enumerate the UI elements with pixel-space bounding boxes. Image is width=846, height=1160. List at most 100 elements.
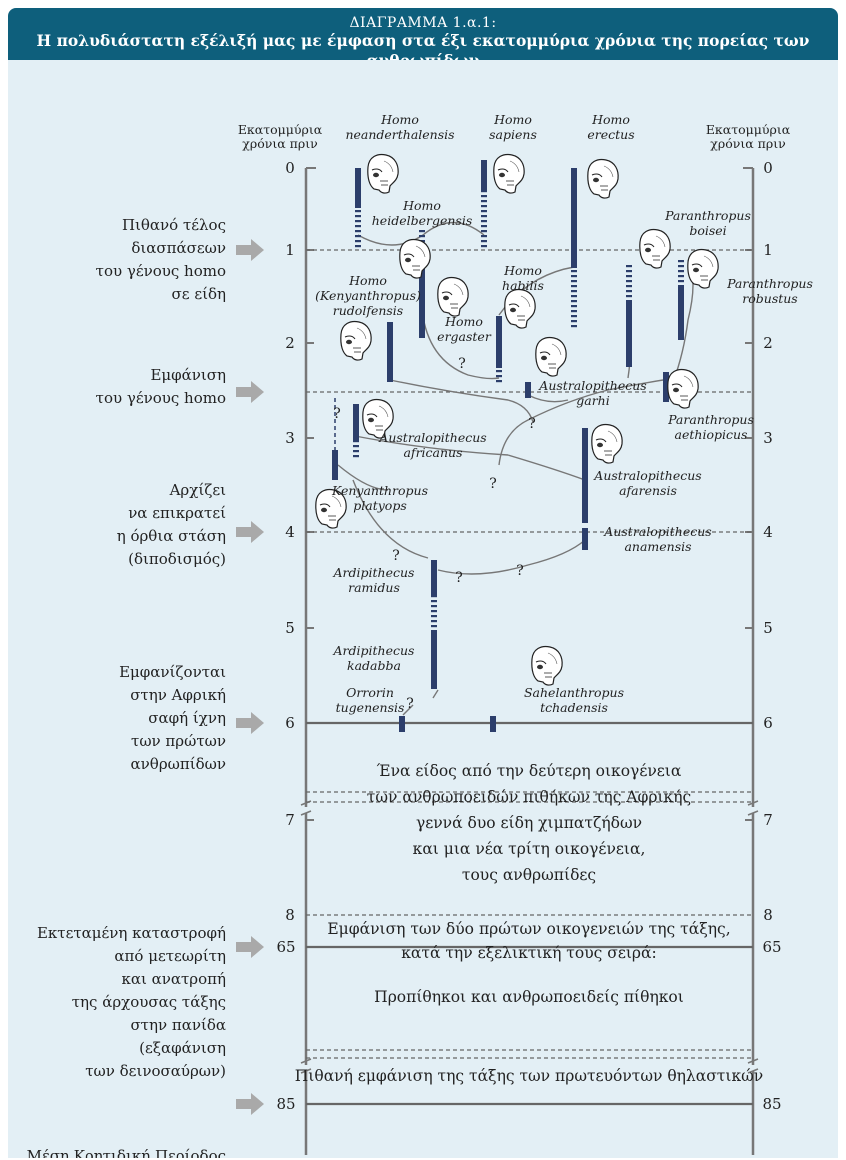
event-1-line3: του γένους homo xyxy=(96,262,226,280)
unknown-mark: ? xyxy=(489,476,497,492)
label-platyops-2: platyops xyxy=(353,498,406,513)
bar-africanus-dashed xyxy=(353,440,359,460)
tick-left-1: 1 xyxy=(285,241,295,259)
tick-right-2: 2 xyxy=(763,334,773,352)
tick-right-7: 7 xyxy=(763,811,773,829)
event-5-line1: Εκτεταμένη καταστροφή xyxy=(37,924,226,942)
skull-icon xyxy=(340,320,372,361)
label-kadabba-1: Ardipithecus xyxy=(333,643,415,658)
tick-right-5: 5 xyxy=(763,619,773,637)
skull-icon xyxy=(367,153,399,194)
skull-icon xyxy=(587,158,619,199)
label-habilis-1: Homo xyxy=(503,263,542,278)
event-1-line2: διασπάσεων xyxy=(131,239,226,257)
bar-ramidus xyxy=(431,560,437,596)
tick-right-85: 85 xyxy=(762,1095,781,1113)
label-robustus-2: robustus xyxy=(742,291,797,306)
skull-icons xyxy=(315,153,719,686)
label-africanus-1: Australopithecus xyxy=(378,430,486,445)
arrow-icon-2 xyxy=(236,381,264,403)
tick-right-4: 4 xyxy=(763,523,773,541)
bar-robustus-dashed xyxy=(678,260,684,285)
label-afarensis-2: afarensis xyxy=(619,483,677,498)
center-text-3: Προπίθηκοι και ανθρωποειδείς πίθηκοι xyxy=(374,988,684,1006)
label-erectus-2: erectus xyxy=(587,127,634,142)
label-rudolfensis-3: rudolfensis xyxy=(333,303,403,318)
label-afarensis-1: Australopithecus xyxy=(593,468,701,483)
bar-africanus xyxy=(353,404,359,440)
label-tugenensis-1: Orrorin xyxy=(346,685,394,700)
bar-afarensis xyxy=(582,428,588,523)
skull-icon xyxy=(591,423,623,464)
label-tchadensis-2: tchadensis xyxy=(540,700,608,715)
tick-left-4: 4 xyxy=(285,523,295,541)
label-ramidus-2: ramidus xyxy=(348,580,400,595)
tick-left-2: 2 xyxy=(285,334,295,352)
diagram-header: ΔΙΑΓΡΑΜΜΑ 1.α.1: Η πολυδιάστατη εξέλιξή … xyxy=(8,8,838,70)
bar-platyops xyxy=(332,450,338,480)
event-5-line5: στην πανίδα xyxy=(130,1016,226,1034)
tick-left-0: 0 xyxy=(285,159,295,177)
label-anamensis-1: Australopithecus xyxy=(603,524,711,539)
center-text-2-line2: κατά την εξελικτική τους σειρά: xyxy=(401,944,657,962)
label-neanderthalensis-1: Homo xyxy=(380,112,419,127)
arrow-icon-3 xyxy=(236,521,264,543)
bar-habilis-dashed xyxy=(496,368,502,384)
bar-neanderthalensis xyxy=(355,168,361,208)
label-sapiens-2: sapiens xyxy=(489,127,537,142)
tick-right-6: 6 xyxy=(763,714,773,732)
bar-ramidus-dashed xyxy=(431,596,437,632)
tick-left-65: 65 xyxy=(276,938,295,956)
skull-icon xyxy=(437,276,469,317)
skull-icon xyxy=(531,645,563,686)
axis-label-right-line1: Εκατομμύρια xyxy=(706,122,791,137)
event-6-line1: Μέση Κρητιδική Περίοδος xyxy=(27,1147,226,1158)
label-sapiens-1: Homo xyxy=(493,112,532,127)
event-1-line1: Πιθανό τέλος xyxy=(122,216,226,234)
axes xyxy=(300,168,759,1155)
bar-garhi xyxy=(525,382,531,398)
event-4-line1: Εμφανίζονται xyxy=(119,663,226,681)
bar-boisei-dashed xyxy=(626,265,632,300)
tick-right-65: 65 xyxy=(762,938,781,956)
event-2-line2: του γένους homo xyxy=(96,389,226,407)
unknown-mark: ? xyxy=(458,356,466,372)
label-rudolfensis-2: (Kenyanthropus) xyxy=(315,288,421,303)
tick-left-3: 3 xyxy=(285,429,295,447)
label-tchadensis-1: Sahelanthropus xyxy=(524,685,624,700)
bar-aethiopicus xyxy=(663,372,669,402)
axis-label-left-line1: Εκατομμύρια xyxy=(238,122,323,137)
lineage-connections xyxy=(337,221,694,716)
arrow-icon-1 xyxy=(236,239,264,261)
label-boisei-2: boisei xyxy=(689,223,726,238)
label-erectus-1: Homo xyxy=(591,112,630,127)
label-garhi-2: garhi xyxy=(576,393,609,408)
bar-erectus xyxy=(571,168,577,268)
event-3-line4: (διποδισμός) xyxy=(128,550,226,568)
bar-anamensis xyxy=(582,528,588,550)
event-5-line7: των δεινοσαύρων) xyxy=(85,1062,226,1080)
bar-kadabba xyxy=(431,632,437,689)
event-5-line2: από μετεωρίτη xyxy=(114,947,226,965)
unknown-mark: ? xyxy=(516,563,524,579)
tick-right-0: 0 xyxy=(763,159,773,177)
label-ramidus-1: Ardipithecus xyxy=(333,565,415,580)
tick-left-6: 6 xyxy=(285,714,295,732)
label-heidelbergensis-2: heidelbergensis xyxy=(372,213,473,228)
event-4-line5: ανθρωπίδων xyxy=(131,755,226,773)
bar-heidelbergensis xyxy=(419,268,425,338)
skull-icon xyxy=(504,288,536,329)
skull-icon xyxy=(667,368,699,409)
center-text-1-line1: Ένα είδος από την δεύτερη οικογένεια xyxy=(377,762,682,780)
tick-left-85: 85 xyxy=(276,1095,295,1113)
center-text-4: Πιθανή εμφάνιση της τάξης των πρωτευόντω… xyxy=(295,1067,763,1085)
center-text-2-line1: Εμφάνιση των δύο πρώτων οικογενειών της … xyxy=(327,920,730,938)
label-ergaster-1: Homo xyxy=(444,314,483,329)
skull-icon xyxy=(639,228,671,269)
bar-sapiens xyxy=(481,160,487,190)
event-1-line4: σε είδη xyxy=(172,285,226,303)
skull-icon xyxy=(399,238,431,279)
label-robustus-1: Paranthropus xyxy=(726,276,813,291)
tick-left-8: 8 xyxy=(285,906,295,924)
evolution-diagram: Εκατομμύρια χρόνια πριν Εκατομμύρια χρόν… xyxy=(27,112,813,1158)
